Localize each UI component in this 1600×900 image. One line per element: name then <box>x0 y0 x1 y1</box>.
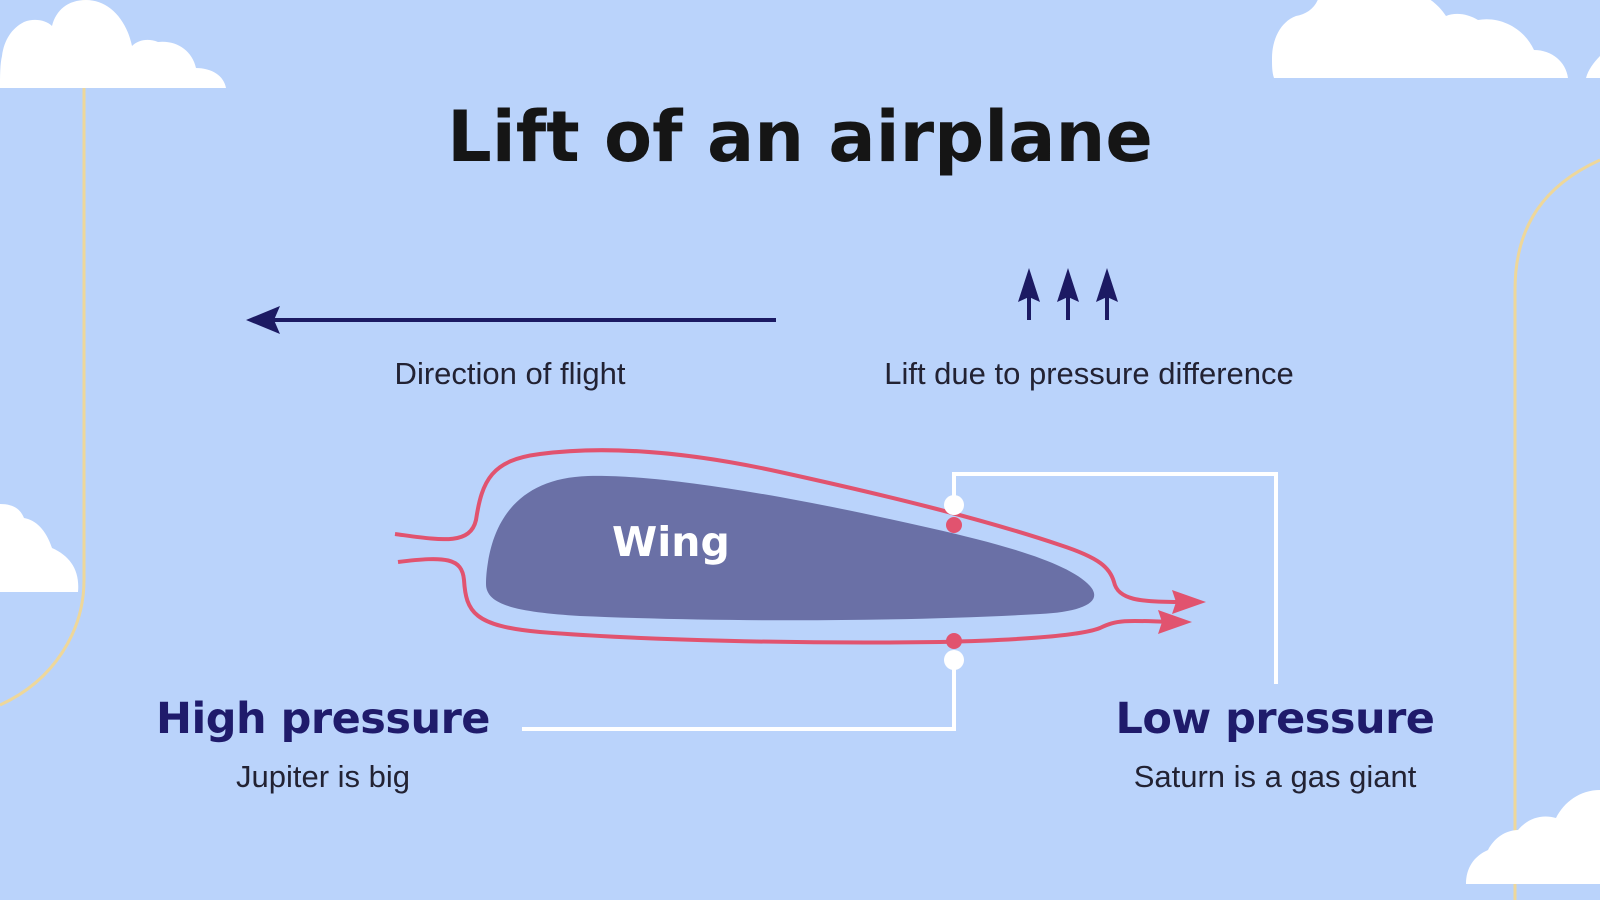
airflow-dot-top <box>946 517 962 533</box>
connector-dot-top <box>944 495 964 515</box>
connector-dot-bottom <box>944 650 964 670</box>
wing-shape <box>486 476 1094 620</box>
airflow-upper-arrowhead <box>1172 590 1206 614</box>
high-pressure-heading: High pressure <box>156 694 490 744</box>
wing-label: Wing <box>612 518 730 566</box>
airflow-lower-arrowhead <box>1158 610 1192 634</box>
lift-label: Lift due to pressure difference <box>884 356 1294 392</box>
direction-arrow-icon <box>246 306 776 334</box>
lift-arrows-icon <box>1018 268 1118 320</box>
lift-arrow-3 <box>1096 268 1118 320</box>
low-pressure-heading: Low pressure <box>1116 694 1435 744</box>
low-pressure-text: Saturn is a gas giant <box>1134 759 1417 795</box>
high-pressure-text: Jupiter is big <box>236 759 410 795</box>
connector-high-pressure <box>522 660 954 729</box>
lift-arrow-2 <box>1057 268 1079 320</box>
direction-of-flight-label: Direction of flight <box>395 356 626 392</box>
airflow-dot-bottom <box>946 633 962 649</box>
lift-arrow-1 <box>1018 268 1040 320</box>
